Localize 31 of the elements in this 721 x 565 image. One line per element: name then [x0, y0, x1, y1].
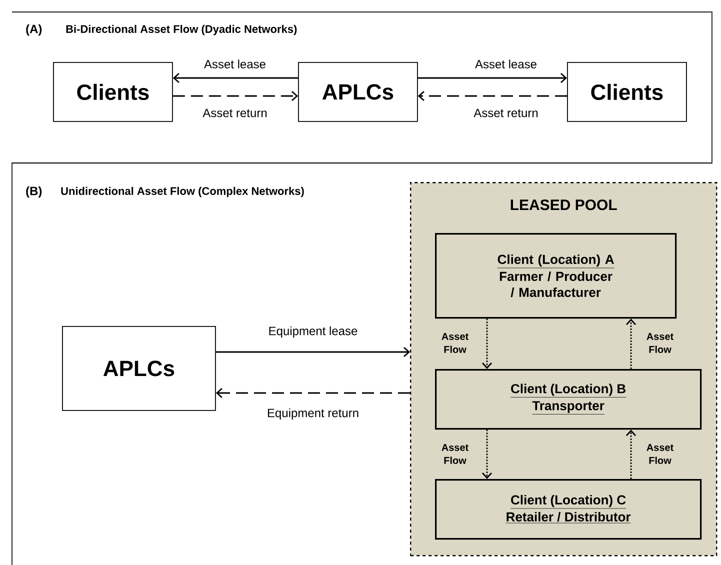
arrow — [482, 318, 492, 369]
arrow — [418, 90, 567, 102]
arrow — [172, 72, 298, 84]
edge-label: Asset return — [202, 108, 267, 118]
panel-letter: (B) — [26, 186, 42, 198]
panel-title: Unidirectional Asset Flow (Complex Networks) — [61, 186, 304, 198]
edge-label: Asset return — [474, 108, 538, 118]
entity-box: Clients — [567, 62, 687, 122]
entity-box: APLCs — [62, 326, 216, 411]
edge-label: Asset Flow — [646, 333, 674, 353]
panel-letter: (A) — [26, 24, 42, 36]
panel-title: Bi-Directional Asset Flow (Dyadic Networks) — [66, 24, 297, 36]
edge-label: Asset lease — [204, 60, 266, 68]
arrow — [418, 72, 567, 84]
arrow — [172, 90, 298, 102]
client-box: Client (Location) C Retailer / Distributor — [435, 479, 702, 540]
arrow — [626, 318, 636, 369]
arrow — [482, 430, 492, 479]
client-box: Client (Location) A Farmer / Producer / Manufacturer — [435, 233, 677, 319]
edge-label: Asset Flow — [442, 444, 468, 464]
arrow — [216, 346, 410, 358]
edge-label: Equipment lease — [269, 326, 358, 338]
entity-box: Clients — [53, 62, 173, 122]
edge-label: Asset Flow — [442, 333, 468, 353]
edge-label: Asset Flow — [646, 444, 674, 464]
edge-label: Equipment return — [268, 408, 358, 420]
client-box: Client (Location) B Transporter — [435, 369, 702, 430]
edge-label: Asset lease — [475, 60, 536, 68]
arrow — [626, 430, 636, 479]
entity-box: APLCs — [298, 62, 418, 122]
arrow — [216, 388, 410, 398]
